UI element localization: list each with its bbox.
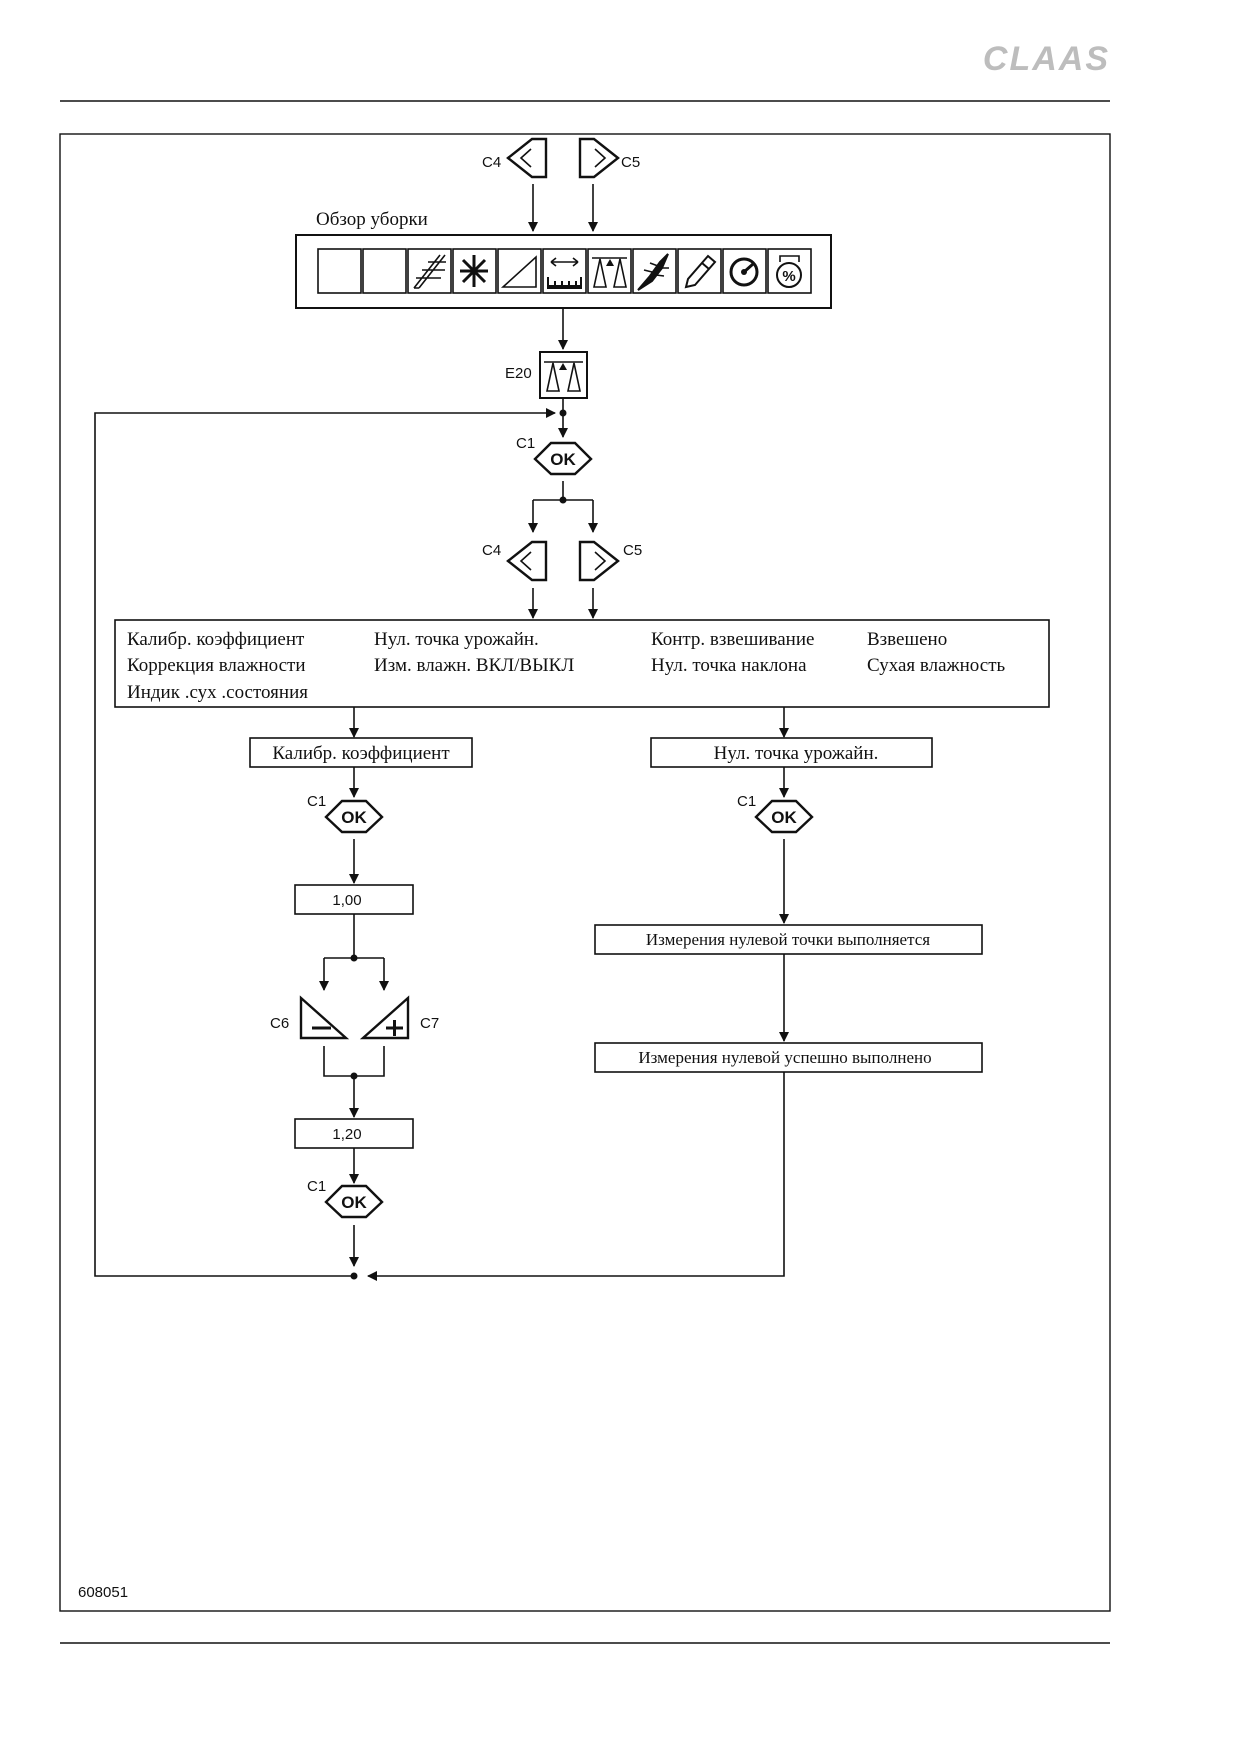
right-branch-title: Нул. точка урожайн. bbox=[714, 743, 879, 764]
left-arrow-button-top[interactable] bbox=[506, 137, 548, 179]
zero-point-running-text: Измерения нулевой точки выполняется bbox=[646, 930, 930, 949]
value-box-before bbox=[294, 884, 414, 915]
c4-label-mid: C4 bbox=[482, 542, 501, 559]
menu-item[interactable]: Коррекция влажности bbox=[127, 655, 306, 676]
right-arrow-button-top[interactable] bbox=[578, 137, 620, 179]
ok-button-left[interactable]: OK bbox=[324, 799, 384, 834]
c1-label-left: C1 bbox=[307, 793, 326, 810]
c1-label-bottom: C1 bbox=[307, 1178, 326, 1195]
c1-label-top: C1 bbox=[516, 435, 535, 452]
menu-item[interactable]: Взвешено bbox=[867, 629, 947, 650]
c5-label-top: C5 bbox=[621, 154, 640, 171]
width-measure-icon[interactable] bbox=[542, 248, 587, 294]
value-after: 1,20 bbox=[332, 1126, 361, 1143]
menu-item[interactable]: Индик .сух .состояния bbox=[127, 682, 308, 703]
chevron-right-icon bbox=[594, 148, 607, 168]
grain-ear-icon[interactable] bbox=[632, 248, 677, 294]
c4-label-top: C4 bbox=[482, 154, 501, 171]
right-arrow-button-mid[interactable] bbox=[578, 540, 620, 582]
menu-item[interactable]: Контр. взвешивание bbox=[651, 629, 814, 650]
blank-icon[interactable] bbox=[362, 248, 407, 294]
menu-item[interactable]: Изм. влажн. ВКЛ/ВЫКЛ bbox=[374, 655, 574, 676]
ok-button-top[interactable]: OK bbox=[533, 441, 593, 476]
right-branch-title-box bbox=[650, 737, 933, 768]
blank-icon[interactable] bbox=[317, 248, 362, 294]
e20-label: E20 bbox=[505, 365, 532, 382]
menu-item[interactable]: Нул. точка урожайн. bbox=[374, 629, 539, 650]
left-branch-title-box bbox=[249, 737, 473, 768]
menu-item[interactable]: Сухая влажность bbox=[867, 655, 1006, 676]
svg-text:%: % bbox=[782, 268, 795, 285]
overview-title: Обзор уборки bbox=[316, 209, 428, 230]
svg-text:OK: OK bbox=[771, 808, 797, 827]
svg-text:OK: OK bbox=[550, 450, 576, 469]
value-before: 1,00 bbox=[332, 892, 361, 909]
svg-text:OK: OK bbox=[341, 1193, 367, 1212]
value-box-after bbox=[294, 1118, 414, 1149]
claas-logo: CLAAS bbox=[983, 40, 1110, 78]
ok-button-bottom[interactable]: OK bbox=[324, 1184, 384, 1219]
e20-scale-button[interactable] bbox=[539, 351, 588, 399]
c7-label: C7 bbox=[420, 1015, 439, 1032]
plus-button[interactable] bbox=[359, 995, 410, 1040]
zero-point-running-box bbox=[594, 924, 983, 955]
figure-frame bbox=[59, 133, 1111, 1612]
slope-icon[interactable] bbox=[497, 248, 542, 294]
gauge-icon[interactable] bbox=[722, 248, 767, 294]
minus-button[interactable] bbox=[299, 995, 350, 1040]
percent-icon[interactable]: % bbox=[767, 248, 812, 294]
menu-list-box bbox=[114, 619, 1050, 708]
c1-label-right: C1 bbox=[737, 793, 756, 810]
pencil-icon[interactable] bbox=[677, 248, 722, 294]
chevron-left-icon bbox=[519, 148, 532, 168]
zero-point-done-box bbox=[594, 1042, 983, 1073]
overview-icon-row: % bbox=[317, 248, 812, 294]
chevron-left-icon bbox=[519, 551, 532, 571]
left-arrow-button-mid[interactable] bbox=[506, 540, 548, 582]
svg-text:OK: OK bbox=[341, 808, 367, 827]
figure-number: 608051 bbox=[78, 1584, 128, 1601]
zero-point-done-text: Измерения нулевой успешно выполнено bbox=[638, 1048, 931, 1067]
menu-item[interactable]: Калибр. коэффициент bbox=[127, 629, 305, 650]
c5-label-mid: C5 bbox=[623, 542, 642, 559]
left-branch-title: Калибр. коэффициент bbox=[272, 743, 450, 764]
scale-icon[interactable] bbox=[587, 248, 632, 294]
cutterbar-icon[interactable] bbox=[407, 248, 452, 294]
asterisk-icon[interactable] bbox=[452, 248, 497, 294]
menu-item[interactable]: Нул. точка наклона bbox=[651, 655, 807, 676]
chevron-right-icon bbox=[594, 551, 607, 571]
plus-icon bbox=[386, 1020, 403, 1036]
c6-label: C6 bbox=[270, 1015, 289, 1032]
ok-button-right[interactable]: OK bbox=[754, 799, 814, 834]
